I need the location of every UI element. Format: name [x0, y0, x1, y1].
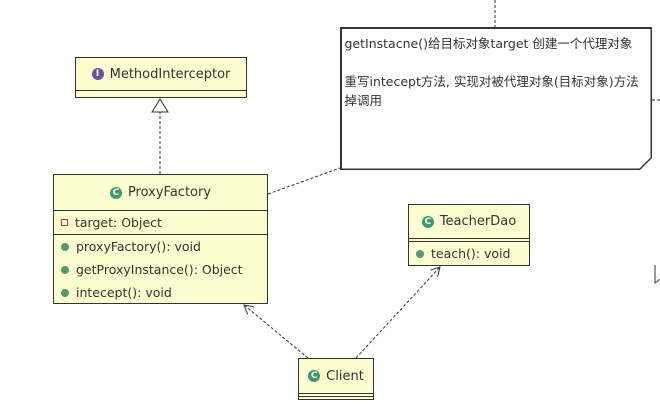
method-row: proxyFactory(): void — [54, 235, 267, 258]
method-label: proxyFactory(): void — [76, 239, 201, 254]
method-row: intecept(): void — [54, 281, 267, 304]
class-icon: C — [308, 370, 321, 382]
class-icon: C — [109, 186, 122, 199]
class-client[interactable]: C Client — [298, 358, 374, 400]
interface-icon: I — [91, 68, 104, 80]
method-label: getProxyInstance(): Object — [76, 262, 243, 277]
method-row: teach(): void — [409, 242, 529, 265]
dependency-client-proxyfactory — [244, 305, 309, 359]
note-text-1: getInstacne()给目标对象target 创建一个代理对象 — [344, 35, 633, 51]
dependency-client-teacherdao — [355, 267, 440, 359]
note-text-2: 重写intecept方法, 实现对被代理对象(目标对象)方法掉调用 — [344, 73, 639, 108]
class-proxyfactory[interactable]: C ProxyFactory target: Object proxyFactor… — [53, 174, 268, 304]
field-label: target: Object — [75, 215, 162, 230]
class-teacherdao[interactable]: C TeacherDao teach(): void — [408, 204, 530, 266]
class-name: TeacherDao — [439, 214, 517, 229]
class-icon: C — [421, 215, 434, 228]
class-methodinterceptor[interactable]: I MethodInterceptor — [75, 57, 247, 98]
private-field-icon — [61, 219, 68, 226]
cursor-icon — [654, 265, 660, 285]
method-row: getProxyInstance(): Object — [54, 258, 267, 281]
method-label: teach(): void — [431, 246, 511, 261]
realization-arrowhead — [151, 98, 169, 113]
note-link-proxyfactory — [267, 167, 341, 195]
class-name: ProxyFactory — [127, 185, 212, 200]
field-row: target: Object — [54, 211, 267, 234]
method-label: intecept(): void — [76, 285, 172, 300]
public-method-icon — [61, 288, 69, 297]
public-method-icon — [61, 242, 69, 251]
note[interactable]: getInstacne()给目标对象target 创建一个代理对象 重写inte… — [340, 27, 652, 170]
class-name: Client — [326, 368, 364, 384]
public-method-icon — [61, 265, 69, 274]
public-method-icon — [416, 249, 424, 258]
class-name: MethodInterceptor — [109, 66, 231, 82]
